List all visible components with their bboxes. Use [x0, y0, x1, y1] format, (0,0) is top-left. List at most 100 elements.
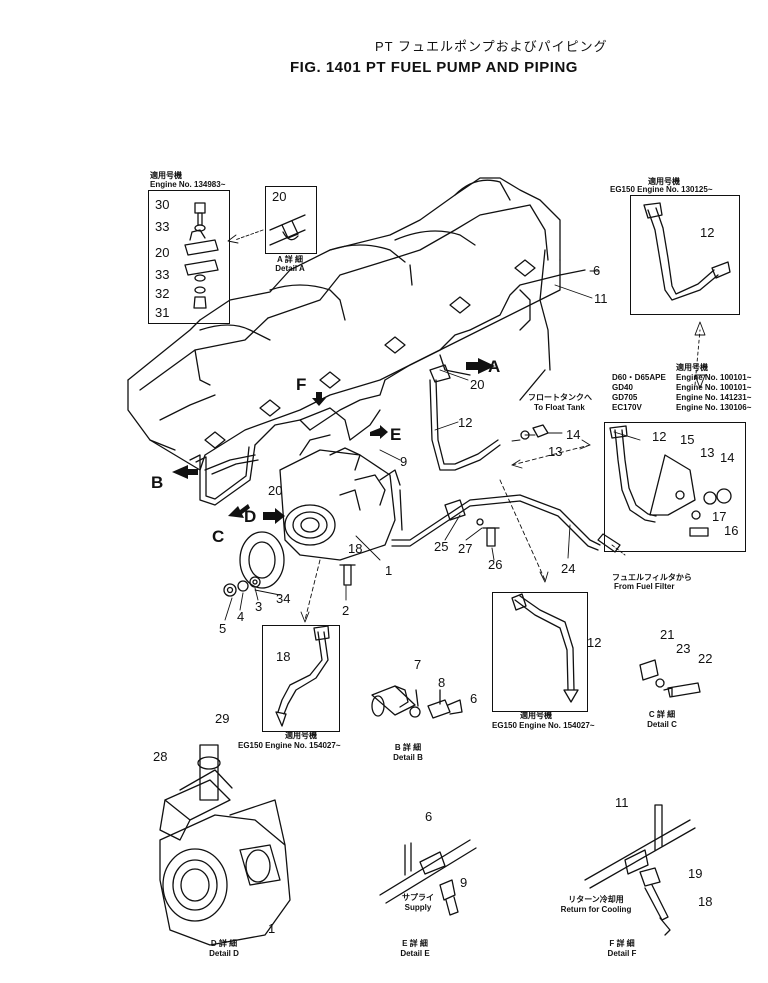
detail-box-a: [265, 186, 317, 254]
part-callout-12: 12: [700, 225, 715, 240]
serial-mid-engine-3: Engine No. 130106~: [676, 403, 752, 412]
part-callout-6: 6: [470, 691, 478, 706]
view-arrows: [172, 358, 495, 524]
serial-note-topleft: Engine No. 134983~: [150, 180, 226, 189]
detail-b-drawing: [371, 685, 463, 719]
detail-15-drawing: [609, 425, 732, 537]
part-callout-3: 3: [255, 599, 263, 614]
supply-label-jp: サプライ: [402, 893, 434, 902]
detail-a-caption-jp: A 詳 細: [277, 255, 303, 264]
detail-e-caption-jp: E 詳 細: [402, 939, 428, 948]
serial-mid-model-0: D60・D65APE: [612, 373, 666, 382]
serial-mid-model-1: GD40: [612, 383, 633, 392]
detail-c-caption: Detail C: [647, 720, 677, 729]
part-callout-1: 1: [385, 563, 393, 578]
part-callout-16: 16: [724, 523, 739, 538]
detail-box-12-top: [630, 195, 740, 315]
part-callout-9: 9: [400, 454, 408, 469]
fuel-pump-main: [239, 434, 401, 589]
part-callout-4: 4: [237, 609, 245, 624]
serial-note-12: EG150 Engine No. 154027~: [492, 721, 595, 730]
serial-note-topright-jp: 適用号機: [648, 177, 680, 186]
view-letter-a: A: [488, 357, 501, 376]
part-callout-32: 32: [155, 286, 170, 301]
part-callout-30: 30: [155, 197, 170, 212]
part-callout-25: 25: [434, 539, 449, 554]
part-callout-12: 12: [458, 415, 473, 430]
part-callout-8: 8: [438, 675, 446, 690]
detail-e-caption: Detail E: [400, 949, 430, 958]
title-japanese: PT フュエルポンプおよびパイピング: [375, 39, 608, 54]
detail-f-caption-jp: F 詳 細: [609, 939, 635, 948]
part-callout-2: 2: [342, 603, 350, 618]
view-letter-c: C: [212, 527, 225, 546]
detail-d-caption: Detail D: [209, 949, 239, 958]
part-callout-20: 20: [470, 377, 485, 392]
part-callout-1: 1: [268, 921, 276, 936]
serial-mid-model-3: EC170V: [612, 403, 642, 412]
pipe-18-detail: [275, 625, 330, 727]
part-callout-20: 20: [268, 483, 283, 498]
part-callout-26: 26: [488, 557, 503, 572]
detail-e-drawing: [379, 839, 477, 916]
part-callout-18: 18: [276, 649, 291, 664]
part-callout-33: 33: [155, 267, 170, 282]
detail-c-drawing: [639, 659, 701, 698]
part-callout-6: 6: [425, 809, 433, 824]
detail-b-caption: Detail B: [393, 753, 423, 762]
part-callout-6: 6: [593, 263, 601, 278]
part-callout-28: 28: [153, 749, 168, 764]
supply-label: Supply: [404, 903, 432, 912]
serial-note-18-jp: 適用号機: [285, 731, 317, 740]
part-callout-9: 9: [460, 875, 468, 890]
part-callout-13: 13: [700, 445, 715, 460]
serial-mid-engine-0: Engine No. 100101~: [676, 373, 752, 382]
part-callout-21: 21: [660, 627, 675, 642]
detail-box-parts-stack: [148, 190, 230, 324]
float-tank-jp: フロートタンクへ: [528, 393, 592, 402]
serial-note-topleft-jp: 適用号機: [150, 171, 182, 180]
injector-lines: [189, 259, 586, 506]
part-callout-23: 23: [676, 641, 691, 656]
part-callout-22: 22: [698, 651, 713, 666]
detail-box-15: [604, 422, 746, 552]
detail-f-caption: Detail F: [607, 949, 637, 958]
return-cooling-label: Return for Cooling: [560, 905, 632, 914]
float-tank-note: To Float Tank: [534, 403, 585, 412]
part-callout-7: 7: [414, 657, 422, 672]
part-callout-11: 11: [615, 795, 629, 810]
serial-note-topright: EG150 Engine No. 130125~: [610, 185, 713, 194]
part-callout-14: 14: [720, 450, 735, 465]
serial-note-12-jp: 適用号機: [520, 711, 552, 720]
pipe-12-topright: [643, 202, 731, 301]
part-callout-33: 33: [155, 219, 170, 234]
title-english: FIG. 1401 PT FUEL PUMP AND PIPING: [290, 59, 578, 76]
serial-mid-engine-1: Engine No. 100101~: [676, 383, 752, 392]
part-callout-11: 11: [594, 291, 608, 306]
view-letter-f: F: [296, 375, 307, 394]
leader-lines: [224, 229, 706, 623]
fuel-pipes: [391, 379, 621, 553]
serial-mid-model-2: GD705: [612, 393, 638, 402]
fuel-filter-jp: フュエルフィルタから: [612, 573, 692, 582]
detail-box-12-bottom: [492, 592, 588, 712]
part-callout-34: 34: [276, 591, 291, 606]
view-letter-e: E: [390, 425, 402, 444]
serial-note-18: EG150 Engine No. 154027~: [238, 741, 341, 750]
part-callout-24: 24: [561, 561, 576, 576]
part-callout-20: 20: [272, 189, 287, 204]
serial-note-mid-jp: 適用号機: [676, 363, 708, 372]
detail-topleft-parts: [184, 202, 219, 309]
part-callout-15: 15: [680, 432, 695, 447]
engine-block: [127, 177, 561, 471]
serial-mid-engine-2: Engine No. 141231~: [676, 393, 752, 402]
return-cooling-label-jp: リターン冷却用: [568, 895, 624, 904]
part-callout-31: 31: [155, 305, 170, 320]
part-callout-12: 12: [652, 429, 667, 444]
small-parts: [223, 364, 549, 597]
detail-a-drawing: [269, 214, 306, 246]
fuel-filter-note: From Fuel Filter: [614, 582, 675, 591]
detail-d-caption-jp: D 詳 細: [210, 939, 238, 948]
